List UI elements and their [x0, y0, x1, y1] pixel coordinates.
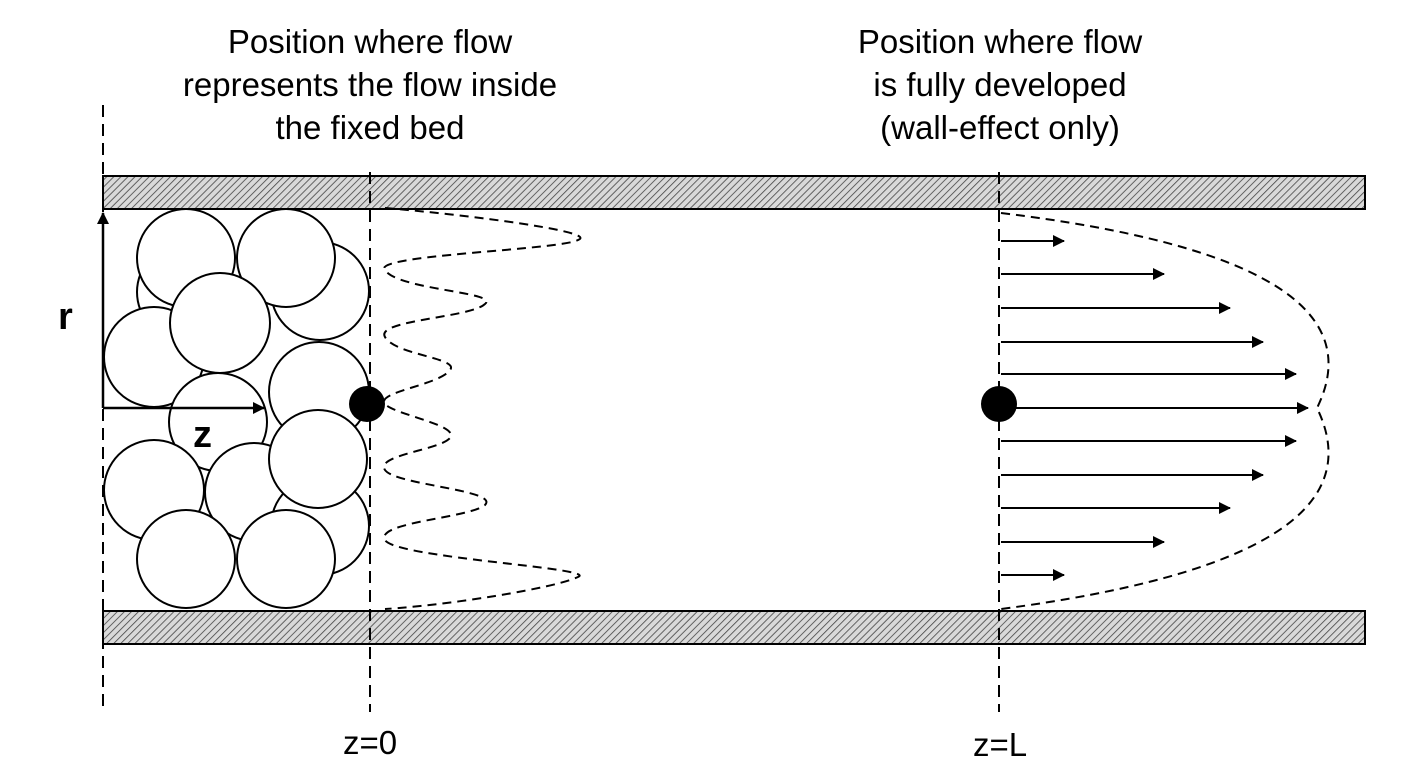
top-tube-wall: [102, 175, 1366, 210]
r-axis-label: r: [58, 296, 73, 338]
caption-line: represents the flow inside: [182, 66, 558, 103]
fixed-bed-position-caption: Position where flow represents the flow …: [150, 20, 590, 149]
fixed-bed-velocity-profile: [383, 207, 582, 610]
particle: [136, 509, 236, 609]
developed-velocity-profile: [1000, 212, 1330, 610]
z-axis-label: z: [193, 414, 212, 456]
caption-line: (wall-effect only): [880, 109, 1120, 146]
caption-line: Position where flow: [227, 23, 513, 60]
caption-line: is fully developed: [873, 66, 1127, 103]
centerline-point-z0: [349, 386, 385, 422]
developed-flow-caption: Position where flow is fully developed (…: [800, 20, 1200, 149]
zL-position-label: z=L: [972, 726, 1028, 763]
bottom-tube-wall: [102, 610, 1366, 645]
packed-particles: [103, 208, 370, 609]
velocity-vectors: [1001, 235, 1309, 581]
centerline-point-zL: [981, 386, 1017, 422]
particle: [268, 409, 368, 509]
particle: [236, 208, 336, 308]
particle: [236, 509, 336, 609]
caption-line: Position where flow: [857, 23, 1143, 60]
particle: [169, 272, 271, 374]
caption-line: the fixed bed: [275, 109, 465, 146]
z0-position-label: z=0: [342, 724, 398, 761]
